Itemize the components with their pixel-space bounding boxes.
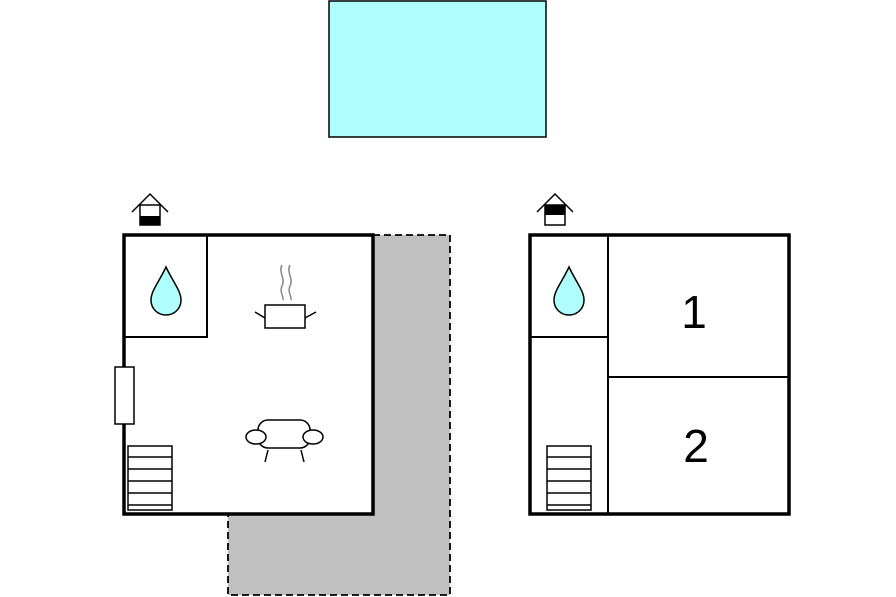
kitchen-pot-icon [254, 264, 317, 329]
floor-level-icon [131, 192, 169, 226]
upper-floor: 1 2 [528, 192, 791, 516]
staircase-icon [127, 445, 173, 511]
sofa-icon [245, 419, 324, 463]
ground-floor-bathroom-wall [124, 235, 208, 338]
bathroom-water-drop-icon [150, 265, 182, 316]
bathroom-water-drop-icon [553, 265, 585, 316]
swimming-pool [328, 0, 547, 138]
bedroom-1-label: 1 [681, 286, 707, 338]
window-icon [114, 366, 135, 425]
staircase-icon [546, 445, 592, 511]
floor-level-icon [536, 192, 574, 226]
ground-floor [114, 192, 375, 516]
bedroom-2-label: 2 [683, 420, 709, 472]
